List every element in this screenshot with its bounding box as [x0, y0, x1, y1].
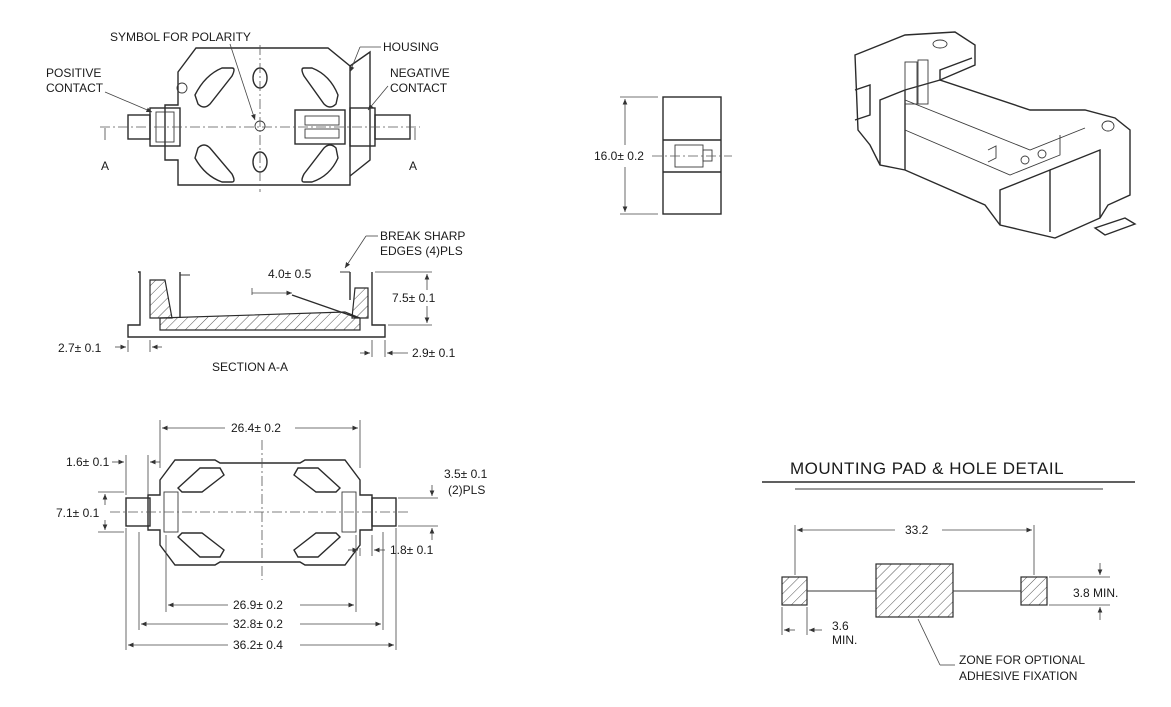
dim-section-right: 2.9± 0.1 [412, 346, 456, 360]
label-zone-line2: ADHESIVE FIXATION [959, 669, 1077, 683]
dim-pad-width-line1: 3.6 [832, 619, 849, 633]
dim-bottom-pin-width: 3.5± 0.1 [444, 467, 488, 481]
dim-bottom-height: 7.1± 0.1 [56, 506, 100, 520]
label-negative-contact-line2: CONTACT [390, 81, 448, 95]
dim-section-left: 2.7± 0.1 [58, 341, 102, 355]
label-break-sharp-line1: BREAK SHARP [380, 229, 465, 243]
right-pad [1020, 576, 1048, 606]
label-symbol-for-polarity: SYMBOL FOR POLARITY [110, 30, 251, 44]
bottom-view: 26.4± 0.2 1.6± 0.1 7.1± 0.1 3.5± 0.1 (2)… [56, 420, 488, 652]
dim-bottom-top-width: 26.4± 0.2 [231, 421, 281, 435]
section-mark-right: A [409, 159, 417, 173]
dim-bottom-right-small: 1.8± 0.1 [390, 543, 434, 557]
label-positive-contact-line2: CONTACT [46, 81, 104, 95]
mounting-title: MOUNTING PAD & HOLE DETAIL [790, 459, 1064, 478]
section-view: 4.0± 0.5 7.5± 0.1 2.7± 0.1 2.9± 0.1 BREA… [58, 229, 465, 374]
side-view: 16.0± 0.2 [594, 96, 732, 215]
label-zone-line1: ZONE FOR OPTIONAL [959, 653, 1085, 667]
adhesive-zone [875, 563, 954, 618]
dim-pad-width-line2: MIN. [832, 633, 857, 647]
dim-pad-spacing: 33.2 [905, 523, 929, 537]
dim-bottom-w1: 26.9± 0.2 [233, 598, 283, 612]
section-mark-left: A [101, 159, 109, 173]
label-housing: HOUSING [383, 40, 439, 54]
dim-section-depth: 4.0± 0.5 [268, 267, 312, 281]
top-view-labels: SYMBOL FOR POLARITY HOUSING POSITIVE CON… [46, 30, 450, 173]
dim-pad-height: 3.8 MIN. [1073, 586, 1118, 600]
dim-bottom-pin-count: (2)PLS [448, 483, 485, 497]
dim-bottom-w2: 32.8± 0.2 [233, 617, 283, 631]
section-title: SECTION A-A [212, 360, 288, 374]
dim-side-height: 16.0± 0.2 [594, 149, 644, 163]
dim-bottom-left-small: 1.6± 0.1 [66, 455, 110, 469]
left-pad [781, 576, 808, 606]
label-negative-contact-line1: NEGATIVE [390, 66, 450, 80]
isometric-view [854, 31, 1137, 239]
top-view [100, 45, 420, 192]
dim-section-height: 7.5± 0.1 [392, 291, 436, 305]
label-break-sharp-line2: EDGES (4)PLS [380, 244, 463, 258]
dim-bottom-w3: 36.2± 0.4 [233, 638, 283, 652]
mounting-detail: MOUNTING PAD & HOLE DETAIL 33.2 3.8 MIN.… [762, 459, 1135, 683]
label-positive-contact-line1: POSITIVE [46, 66, 101, 80]
